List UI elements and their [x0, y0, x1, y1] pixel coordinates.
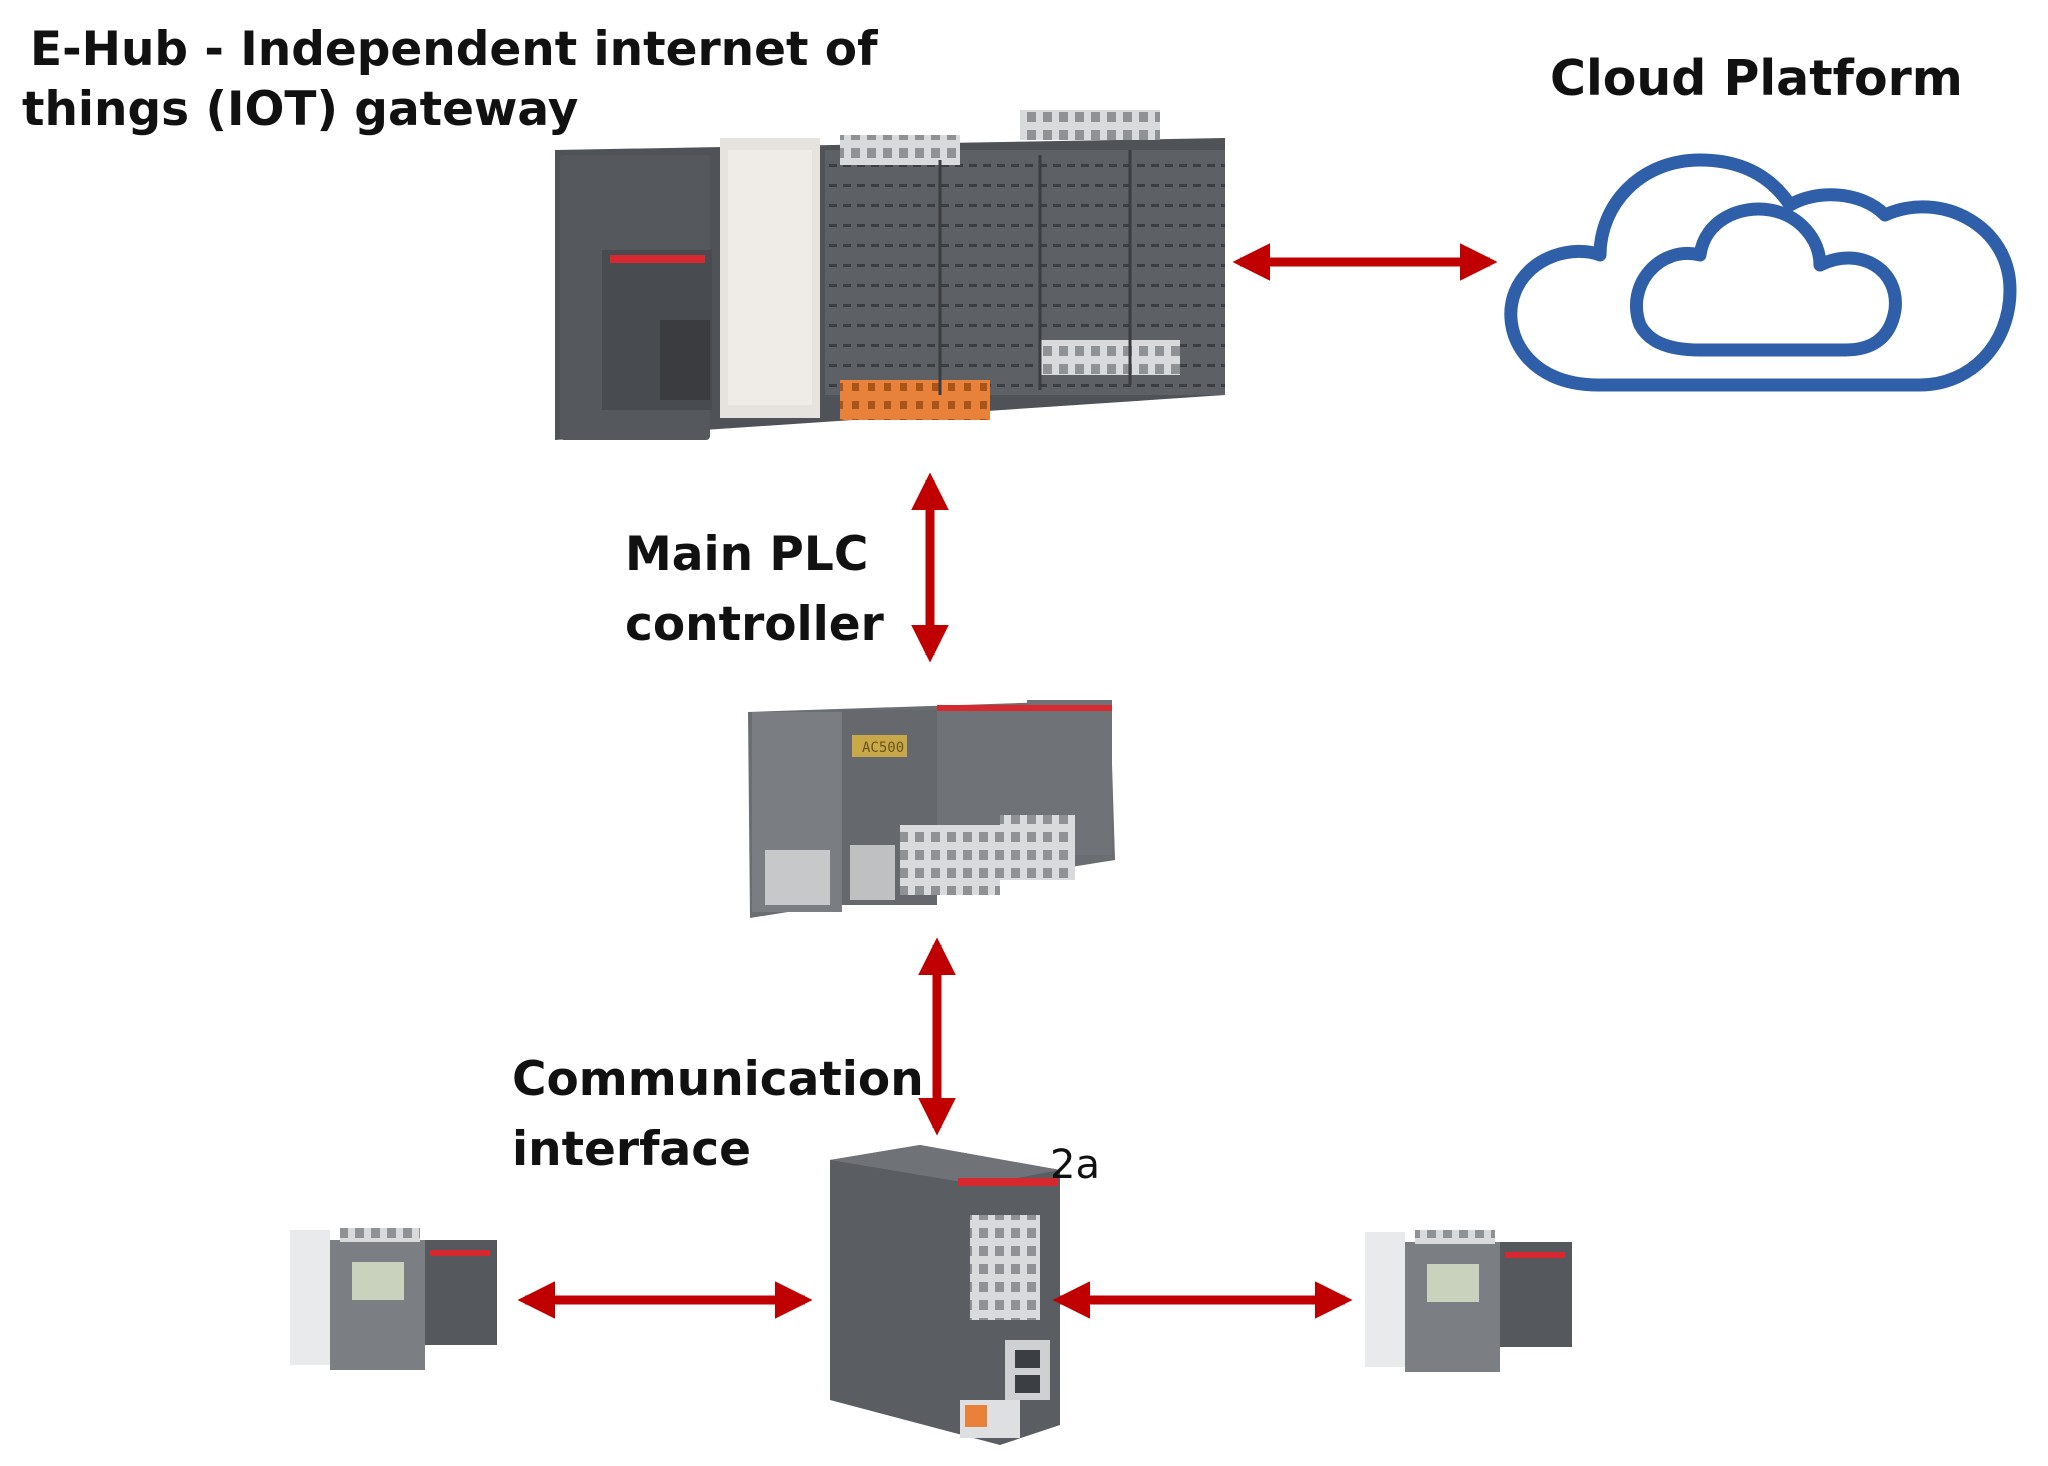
comm-label-line2: interface	[512, 1122, 751, 1177]
plc-label-line2: controller	[625, 597, 884, 652]
field-device-image-right	[1365, 1230, 1572, 1372]
plc-label-line1: Main PLC	[625, 527, 869, 582]
field-device-image-left	[290, 1228, 497, 1370]
gateway-label-line2: things (IOT) gateway	[22, 82, 579, 137]
iot-gateway-device-image	[555, 110, 1225, 440]
communication-interface-device-image	[830, 1145, 1060, 1445]
plc-display-text: AC500	[862, 740, 904, 756]
gateway-label: E-Hub - Independent internet of things (…	[22, 20, 878, 140]
gateway-label-line1: E-Hub - Independent internet of	[30, 22, 878, 77]
device-2a-label: 2a	[1050, 1142, 1100, 1188]
comm-label-line1: Communication	[512, 1052, 924, 1107]
cloud-icon	[1504, 153, 2017, 392]
communication-interface-label: Communication interface	[512, 1045, 924, 1185]
plc-controller-device-image: AC500	[748, 700, 1115, 918]
plc-label: Main PLC controller	[625, 520, 884, 660]
cloud-platform-label: Cloud Platform	[1550, 50, 1963, 107]
